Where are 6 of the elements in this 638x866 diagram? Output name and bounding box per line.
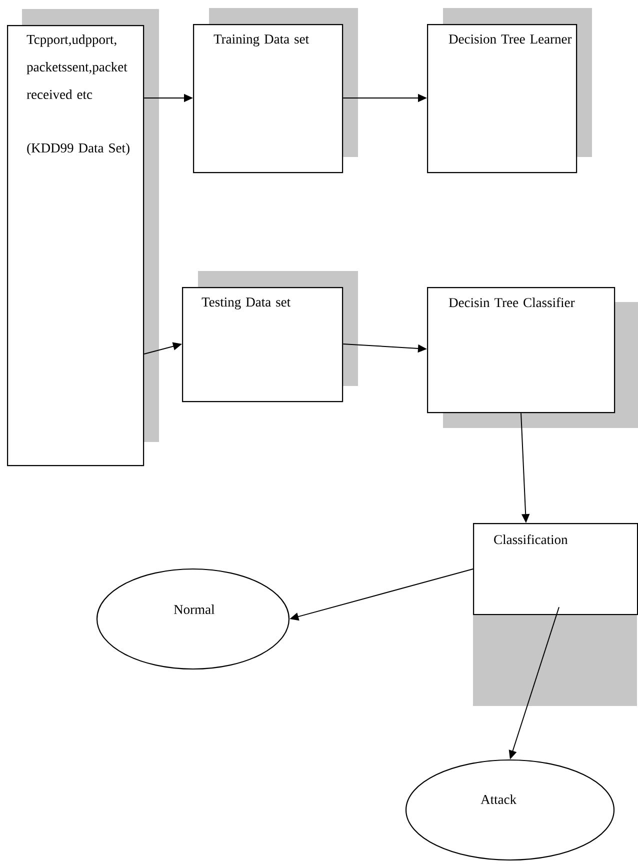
- process-box: Decisin Tree Classifier: [427, 287, 616, 414]
- process-box: Testing Data set: [182, 287, 344, 402]
- process-box: Decision Tree Learner: [427, 24, 578, 174]
- process-box: Classification: [473, 523, 638, 616]
- process-box: Training Data set: [193, 24, 344, 174]
- process-box: Tcpport,udpport,packetssent,packet received etc (KDD99 Data Set): [7, 25, 144, 466]
